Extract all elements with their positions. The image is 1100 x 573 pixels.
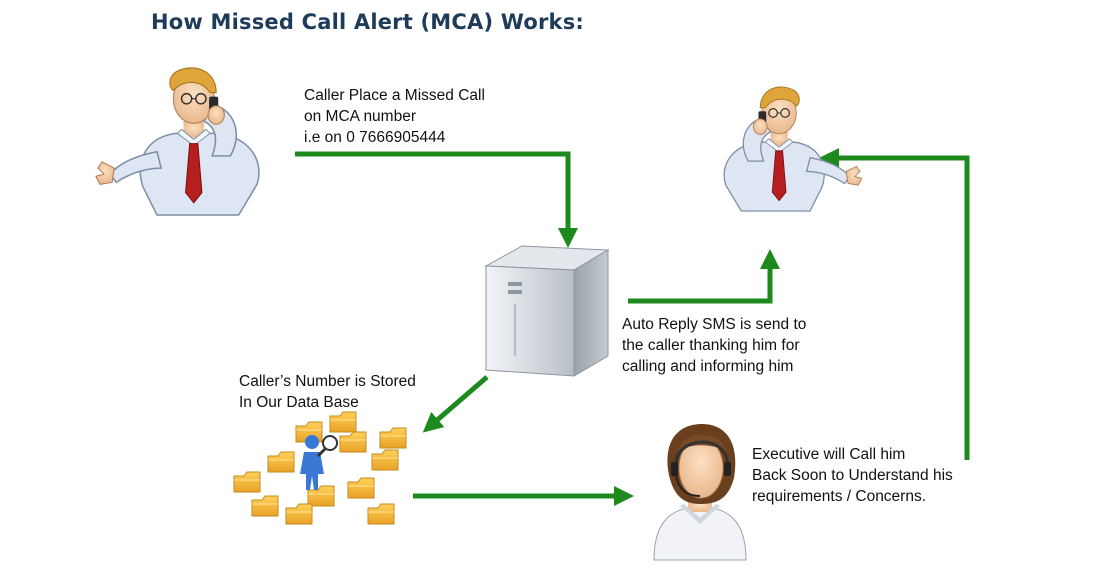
executive-note-line: Executive will Call him [752,446,906,463]
caller-number-line: i.e on 0 7666905444 [304,129,446,146]
executive-note-line: Back Soon to Understand his [752,467,953,484]
sms-note-line: Auto Reply SMS is send to [622,316,807,333]
sms-note-line: calling and informing him [622,358,794,375]
page-title: How Missed Call Alert (MCA) Works: [151,10,585,34]
caller-note: Caller Place a Missed Call on MCA number… [304,85,485,148]
arrow-executive-to-receiver [818,148,970,460]
arrow-server-to-database [422,375,489,433]
database-note-line: Caller’s Number is Stored [239,373,416,390]
executive-note: Executive will Call him Back Soon to Und… [752,444,953,507]
caller-note-line: on MCA number [304,108,416,125]
database-note: Caller’s Number is Stored In Our Data Ba… [239,371,416,413]
executive-note-line: requirements / Concerns. [752,488,927,505]
caller-man-icon [95,67,260,216]
sms-note-line: the caller thanking him for [622,337,800,354]
arrow-server-to-receiver [628,248,780,304]
database-note-line: In Our Data Base [239,394,359,411]
arrow-caller-to-server [295,151,578,249]
server-icon [484,245,610,377]
search-user-icon [300,435,338,490]
sms-note: Auto Reply SMS is send to the caller tha… [622,314,806,377]
receiver-man-icon [723,86,863,212]
support-executive-icon [653,424,747,561]
caller-note-line: Caller Place a Missed Call [304,87,485,104]
